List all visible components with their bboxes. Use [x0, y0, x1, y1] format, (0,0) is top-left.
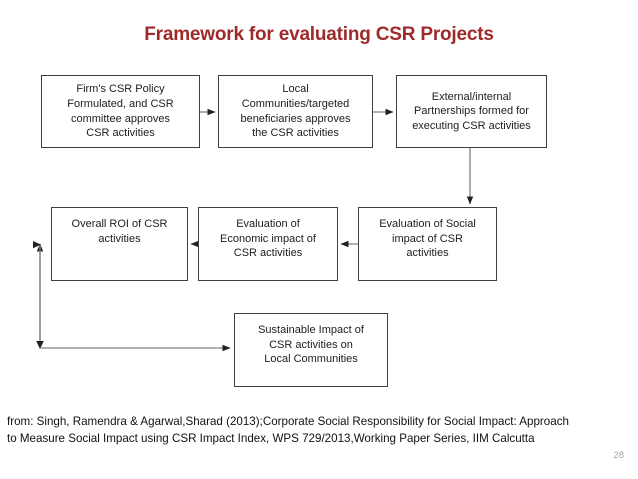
page-title: Framework for evaluating CSR Projects: [144, 24, 494, 45]
node-firms-csr-policy-label: Firm's CSR Policy Formulated, and CSR co…: [67, 83, 174, 140]
node-external-internal-partnerships[interactable]: External/internal Partnerships formed fo…: [396, 75, 547, 148]
page-number: 28: [613, 450, 624, 461]
node-local-communities-label: Local Communities/targeted beneficiaries…: [240, 83, 351, 140]
node-evaluation-social-impact[interactable]: Evaluation of Social impact of CSR activ…: [358, 207, 497, 281]
node-overall-roi[interactable]: Overall ROI of CSR activities: [51, 207, 188, 281]
node-sustainable-impact[interactable]: Sustainable Impact of CSR activities on …: [234, 313, 388, 387]
node-local-communities[interactable]: Local Communities/targeted beneficiaries…: [218, 75, 373, 148]
source-caption: from: Singh, Ramendra & Agarwal,Sharad (…: [7, 414, 635, 448]
csr-framework-diagram: Firm's CSR Policy Formulated, and CSR co…: [33, 75, 547, 387]
connector-layer: [33, 108, 474, 352]
node-firms-csr-policy[interactable]: Firm's CSR Policy Formulated, and CSR co…: [41, 75, 200, 148]
node-evaluation-economic-impact[interactable]: Evaluation of Economic impact of CSR act…: [198, 207, 338, 281]
connector-roi-to-sustainable: [33, 241, 231, 352]
node-external-internal-partnerships-label: External/internal Partnerships formed fo…: [412, 90, 531, 132]
node-evaluation-economic-impact-label: Evaluation of Economic impact of CSR act…: [220, 218, 316, 260]
node-evaluation-social-impact-label: Evaluation of Social impact of CSR activ…: [379, 218, 476, 260]
source-caption-line-1: from: Singh, Ramendra & Agarwal,Sharad (…: [7, 415, 569, 428]
node-overall-roi-label: Overall ROI of CSR activities: [71, 218, 168, 245]
source-caption-line-2: to Measure Social Impact using CSR Impac…: [7, 431, 535, 445]
node-sustainable-impact-label: Sustainable Impact of CSR activities on …: [258, 324, 364, 366]
